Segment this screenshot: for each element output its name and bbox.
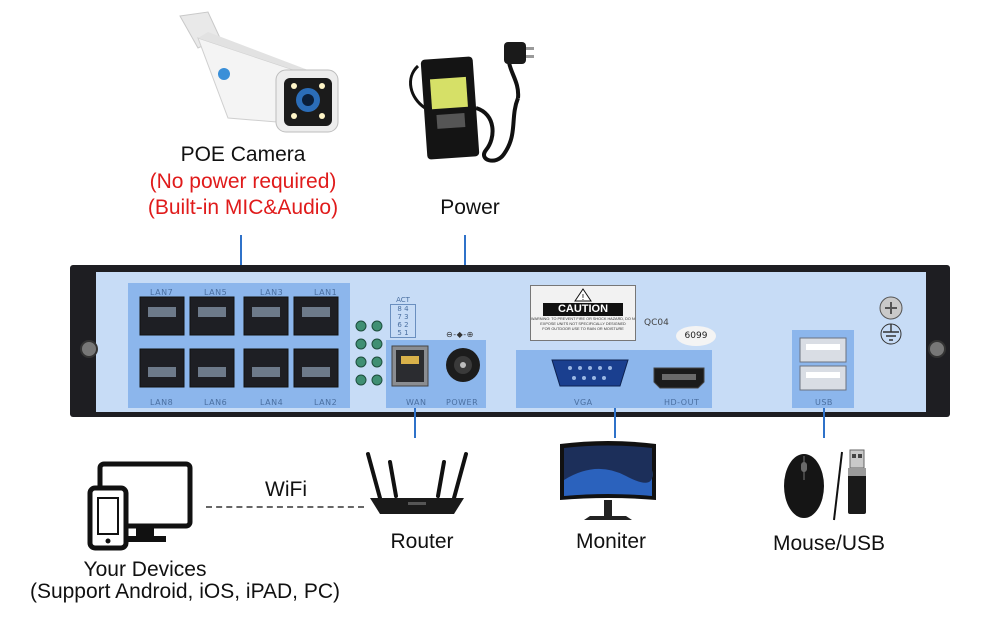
lan4-label: LAN4 (260, 398, 284, 407)
devices-icon (87, 461, 193, 551)
monitor-label: Moniter (575, 530, 647, 553)
wan-connector-line (414, 408, 416, 438)
power-polarity-symbol: ⊖-◆-⊕ (446, 330, 474, 339)
lan5-label: LAN5 (204, 288, 228, 297)
vga-port[interactable] (548, 356, 632, 390)
serial-sticker: 6099 (676, 326, 716, 346)
devices-subtitle: (Support Android, iOS, iPAD, PC) (29, 580, 341, 603)
act-leds (355, 320, 383, 386)
qc-sticker: QC04 (644, 318, 669, 328)
wifi-link-line (206, 506, 364, 508)
camera-note-power: (No power required) (149, 170, 337, 193)
lan7-label: LAN7 (150, 288, 174, 297)
power-title: Power (440, 196, 500, 219)
router-label: Router (390, 530, 454, 553)
act-row-3: 6 2 (397, 321, 409, 329)
camera-note-audio: (Built-in MIC&Audio) (147, 196, 339, 219)
act-row-1: 8 4 (397, 305, 409, 313)
act-title: ACT (396, 296, 410, 304)
lan1-label: LAN1 (314, 288, 338, 297)
hdout-label: HD-OUT (664, 398, 700, 407)
lan2-label: LAN2 (314, 398, 338, 407)
devices-title: Your Devices (83, 558, 207, 581)
caution-label: ! CAUTION WARNING: TO PREVENT FIRE OR SH… (530, 285, 636, 341)
caution-text-3: FOR OUTDOOR USE TO RAIN OR MOISTURE (542, 327, 624, 331)
router-image (366, 452, 468, 514)
usb-label: USB (815, 398, 833, 407)
ground-screw-icon (879, 296, 903, 345)
svg-text:!: ! (581, 293, 584, 302)
dc-power-port[interactable] (444, 346, 482, 384)
mouse-image (784, 454, 824, 518)
power-adapter-image (409, 42, 534, 163)
act-row-2: 7 3 (397, 313, 409, 321)
monitor-image (560, 441, 656, 520)
lan-ports[interactable] (128, 283, 350, 408)
lan6-label: LAN6 (204, 398, 228, 407)
mouse-usb-label: Mouse/USB (772, 532, 886, 555)
caution-title: CAUTION (543, 303, 623, 316)
camera-connector-line (240, 235, 242, 283)
poe-camera-image (179, 11, 339, 133)
wan-port[interactable] (390, 344, 430, 388)
wan-label: WAN (406, 398, 427, 407)
chassis-screw-right (928, 340, 946, 358)
act-table: ACT 8 4 7 3 6 2 5 1 (390, 296, 416, 338)
act-grid: 8 4 7 3 6 2 5 1 (390, 304, 416, 338)
lan3-label: LAN3 (260, 288, 284, 297)
usb-ports[interactable] (798, 336, 848, 392)
act-row-4: 5 1 (397, 329, 409, 337)
camera-title: POE Camera (180, 143, 306, 166)
vga-label: VGA (574, 398, 593, 407)
wifi-label: WiFi (265, 478, 307, 501)
caution-text-1: WARNING: TO PREVENT FIRE OR SHOCK HAZARD… (531, 317, 635, 321)
power-port-label: POWER (446, 398, 479, 407)
vga-connector-line (614, 408, 616, 438)
usb-drive-image (833, 449, 866, 521)
hdmi-port[interactable] (652, 366, 706, 390)
caution-text-2: EXPOSE UNITS NOT SPECIFICALLY DESIGNED (540, 322, 626, 326)
usb-connector-line (823, 408, 825, 438)
warning-icon: ! (574, 288, 592, 302)
lan8-label: LAN8 (150, 398, 174, 407)
chassis-screw-left (80, 340, 98, 358)
